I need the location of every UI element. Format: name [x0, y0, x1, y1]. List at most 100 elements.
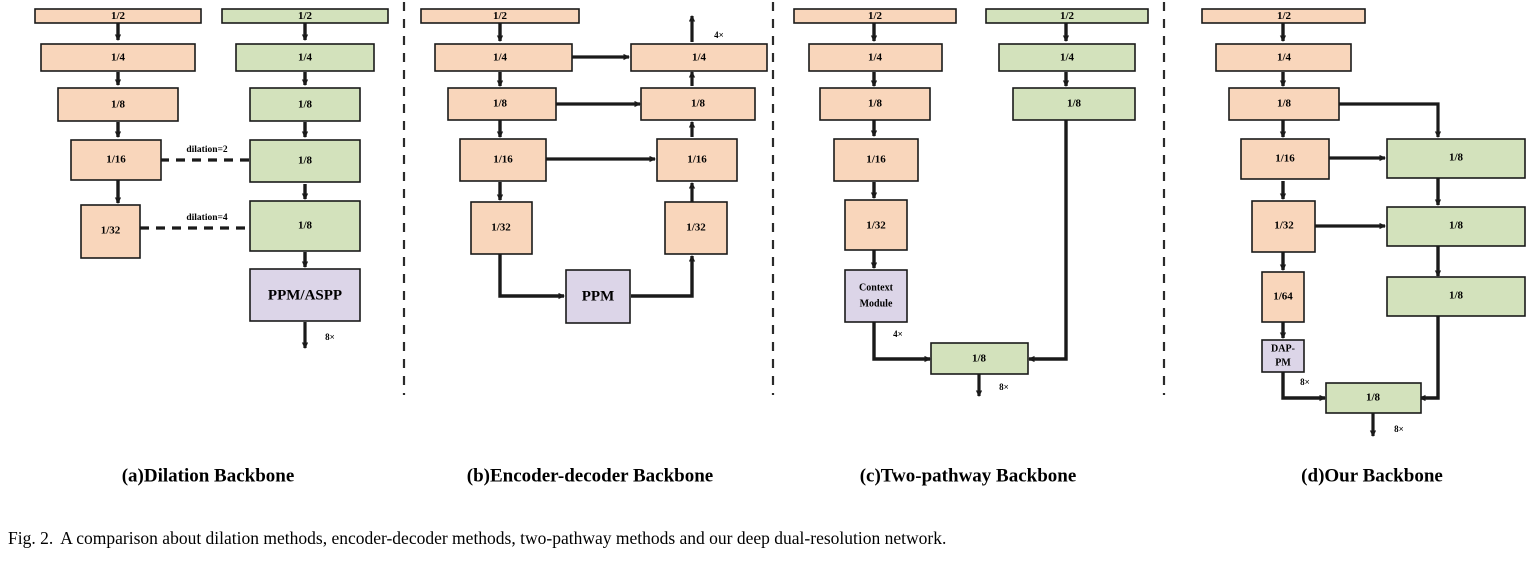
b-dec-1-32-label: 1/32 [686, 222, 706, 234]
a-orange-1-32-label: 1/32 [101, 225, 121, 237]
a-green-1-8-b-label: 1/8 [298, 155, 313, 167]
a-orange-1-4: 1/4 [40, 43, 196, 72]
c-upsample-4x: 4× [893, 329, 903, 339]
d-orange-1-32: 1/32 [1251, 200, 1316, 253]
a-green-1-4: 1/4 [235, 43, 375, 72]
b-enc-1-8-label: 1/8 [493, 98, 508, 110]
c-orange-1-32: 1/32 [844, 199, 908, 251]
c-orange-1-16-label: 1/16 [866, 154, 886, 166]
d-orange-1-8: 1/8 [1228, 87, 1340, 121]
d-orange-1-4-label: 1/4 [1277, 52, 1292, 64]
c-orange-1-4: 1/4 [808, 43, 943, 72]
d-orange-1-2: 1/2 [1201, 8, 1366, 24]
panel-b: 1/2 1/4 1/8 1/16 1/32 PPM 1/4 [420, 8, 768, 324]
panel-d-branch-to-green [1338, 102, 1442, 139]
panel-d-green-to-fuse [1418, 316, 1440, 402]
c-orange-1-8: 1/8 [819, 87, 931, 121]
a-orange-1-4-label: 1/4 [111, 52, 126, 64]
c-fuse-1-8: 1/8 [930, 342, 1029, 375]
panel-d-caption: (d)Our Backbone [1301, 465, 1443, 486]
c-context-module: Context Module [844, 269, 908, 323]
d-fuse-1-8-label: 1/8 [1366, 392, 1381, 404]
d-dappm-label-2: PM [1275, 357, 1291, 368]
a-green-1-2: 1/2 [221, 8, 389, 24]
a-orange-1-32: 1/32 [80, 204, 141, 259]
d-orange-1-8-label: 1/8 [1277, 98, 1292, 110]
figure-number: Fig. 2. [8, 528, 54, 548]
a-green-1-2-label: 1/2 [298, 10, 313, 22]
panel-c: 1/2 1/4 1/8 1/16 1/32 Context Module 1/2 [793, 8, 1149, 398]
c-orange-1-2: 1/2 [793, 8, 957, 24]
c-orange-1-2-label: 1/2 [868, 10, 883, 22]
a-orange-1-16: 1/16 [70, 139, 162, 181]
b-upsample-4x: 4× [714, 30, 724, 40]
d-orange-1-64-label: 1/64 [1273, 291, 1293, 303]
b-dec-1-8-label: 1/8 [691, 98, 706, 110]
panel-c-context-to-fuse [872, 322, 932, 363]
panel-b-caption: (b)Encoder-decoder Backbone [467, 465, 713, 486]
panel-b-ppm-out [631, 254, 696, 298]
b-enc-1-32-label: 1/32 [491, 222, 511, 234]
panel-b-skip-connections [546, 53, 657, 163]
d-dappm: DAP- PM [1261, 339, 1305, 373]
a-orange-1-8-label: 1/8 [111, 99, 126, 111]
b-dec-1-16-label: 1/16 [687, 154, 707, 166]
c-upsample-8x: 8× [999, 382, 1009, 392]
b-ppm: PPM [565, 269, 631, 324]
a-green-1-4-label: 1/4 [298, 52, 313, 64]
d-orange-1-4: 1/4 [1215, 43, 1352, 72]
a-green-1-8-b: 1/8 [249, 139, 361, 183]
panel-d-dappm-to-fuse [1281, 372, 1327, 402]
c-orange-1-8-label: 1/8 [868, 98, 883, 110]
figure-caption: Fig. 2. A comparison about dilation metho… [8, 528, 946, 549]
b-dec-1-8: 1/8 [640, 87, 756, 121]
panel-c-caption: (c)Two-pathway Backbone [860, 465, 1077, 486]
b-enc-1-16-label: 1/16 [493, 154, 513, 166]
c-orange-1-4-label: 1/4 [868, 52, 883, 64]
d-green-1-8-a-label: 1/8 [1449, 152, 1464, 164]
c-green-1-8-label: 1/8 [1067, 98, 1082, 110]
d-orange-1-64: 1/64 [1261, 271, 1305, 323]
figure-caption-text: A comparison about dilation methods, enc… [60, 528, 947, 548]
b-dec-1-4: 1/4 [630, 43, 768, 72]
b-dec-1-4-label: 1/4 [692, 52, 707, 64]
d-green-1-8-b-label: 1/8 [1449, 220, 1464, 232]
c-fuse-1-8-label: 1/8 [972, 353, 987, 365]
b-enc-1-4: 1/4 [434, 43, 573, 72]
d-upsample-8x-2: 8× [1394, 424, 1404, 434]
b-enc-1-8: 1/8 [447, 87, 557, 121]
d-green-1-8-c: 1/8 [1386, 276, 1526, 317]
d-orange-1-16: 1/16 [1240, 138, 1330, 180]
d-orange-1-16-label: 1/16 [1275, 153, 1295, 165]
dilation-4-label: dilation=4 [186, 213, 228, 223]
c-orange-1-16: 1/16 [833, 138, 919, 182]
a-green-1-8-c-label: 1/8 [298, 220, 313, 232]
b-enc-1-2-label: 1/2 [493, 10, 508, 22]
d-fuse-1-8: 1/8 [1325, 382, 1422, 414]
c-context-module-label-2: Module [860, 298, 893, 309]
a-orange-1-8: 1/8 [57, 87, 179, 122]
d-upsample-8x-1: 8× [1300, 377, 1310, 387]
d-orange-1-32-label: 1/32 [1274, 220, 1294, 232]
d-dappm-label-1: DAP- [1271, 343, 1295, 354]
dilation-2-label: dilation=2 [186, 145, 228, 155]
a-ppm-aspp-label: PPM/ASPP [268, 287, 342, 303]
c-green-1-4-label: 1/4 [1060, 52, 1075, 64]
b-ppm-label: PPM [582, 288, 614, 304]
a-orange-1-2: 1/2 [34, 8, 202, 24]
d-green-1-8-c-label: 1/8 [1449, 290, 1464, 302]
d-orange-1-2-label: 1/2 [1277, 10, 1292, 22]
c-orange-1-32-label: 1/32 [866, 220, 886, 232]
c-context-module-label-1: Context [859, 282, 894, 293]
c-green-1-2-label: 1/2 [1060, 10, 1075, 22]
b-dec-1-32: 1/32 [664, 201, 728, 255]
b-enc-1-16: 1/16 [459, 138, 547, 182]
b-enc-1-2: 1/2 [420, 8, 580, 24]
d-green-1-8-a: 1/8 [1386, 138, 1526, 179]
c-green-1-2: 1/2 [985, 8, 1149, 24]
panel-a: 1/2 1/4 1/8 1/16 1/32 1/2 1/4 1/8 [34, 8, 389, 350]
c-green-1-8: 1/8 [1012, 87, 1136, 121]
d-green-1-8-b: 1/8 [1386, 206, 1526, 247]
a-orange-1-2-label: 1/2 [111, 10, 126, 22]
